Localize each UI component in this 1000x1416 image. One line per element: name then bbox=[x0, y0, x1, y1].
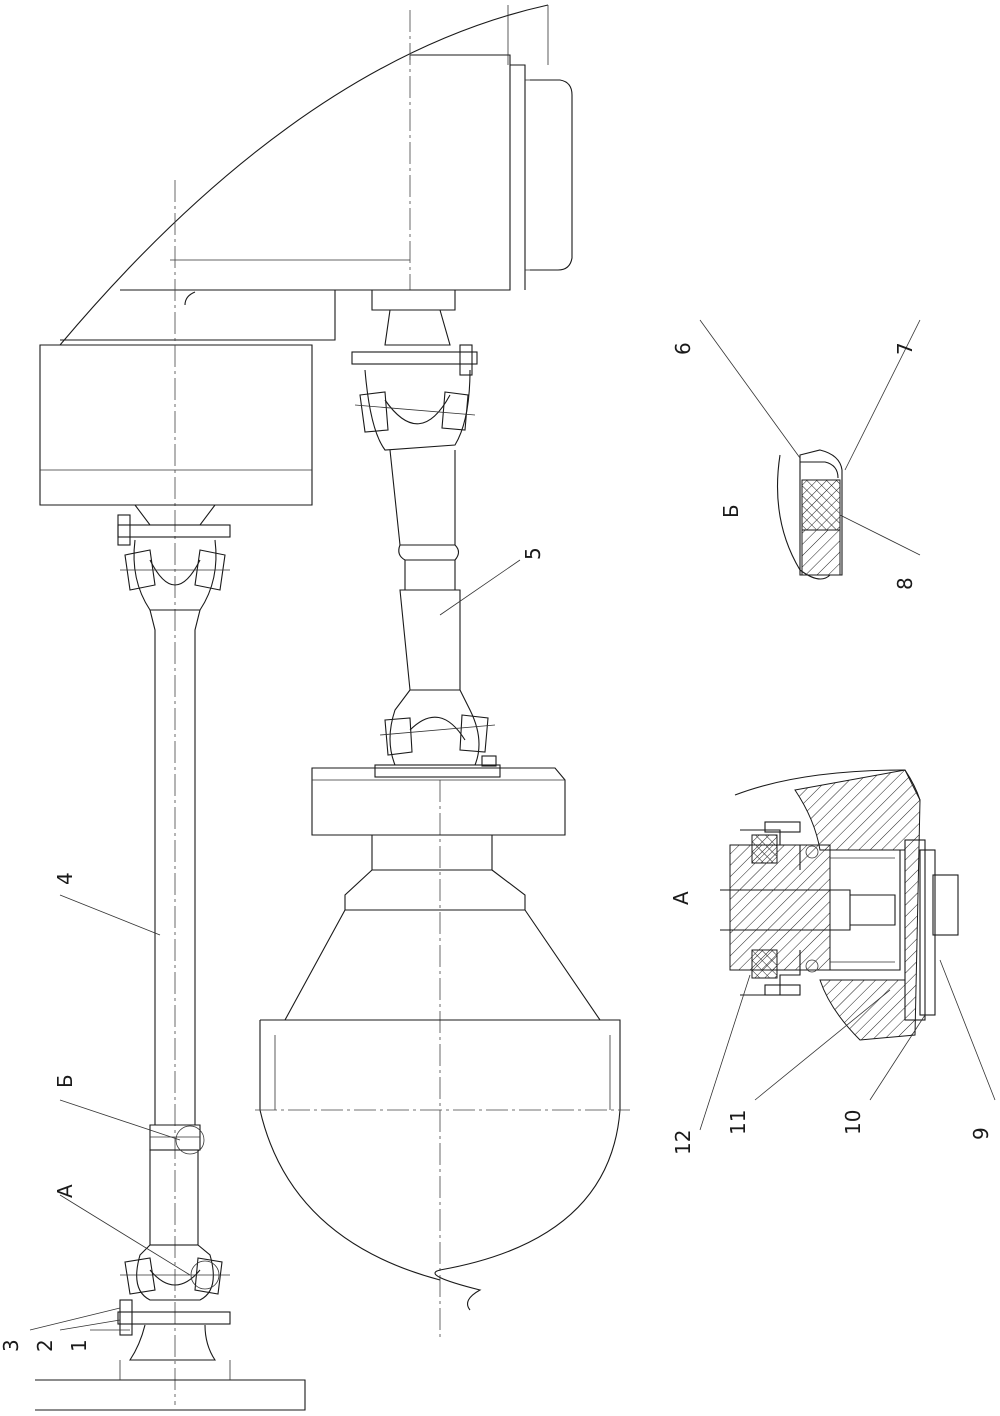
reducer-housing bbox=[255, 764, 630, 1311]
label-item-4: 4 bbox=[53, 872, 77, 885]
label-item-8: 8 bbox=[893, 577, 917, 590]
label-item-6: 6 bbox=[671, 342, 695, 355]
label-item-9: 9 bbox=[969, 1127, 993, 1140]
detail-b bbox=[776, 449, 843, 580]
cardan-shaft-4 bbox=[35, 504, 306, 1411]
label-item-3: 3 bbox=[0, 1339, 23, 1352]
label-item-10: 10 bbox=[841, 1110, 865, 1135]
label-item-12: 12 bbox=[671, 1130, 695, 1155]
label-detail-a-title: А bbox=[669, 891, 693, 905]
label-item-2: 2 bbox=[33, 1339, 57, 1352]
cardan-shaft-5 bbox=[351, 289, 497, 767]
label-detail-b-title: Б bbox=[719, 504, 743, 518]
label-view-b: Б bbox=[53, 1074, 77, 1088]
label-view-a: А bbox=[53, 1184, 77, 1198]
label-item-7: 7 bbox=[893, 342, 917, 355]
label-item-5: 5 bbox=[521, 547, 545, 560]
label-item-1: 1 bbox=[67, 1339, 91, 1352]
gearbox-housing bbox=[39, 4, 573, 506]
detail-a bbox=[720, 769, 959, 1041]
label-item-11: 11 bbox=[726, 1110, 750, 1135]
leader-lines bbox=[29, 319, 996, 1331]
